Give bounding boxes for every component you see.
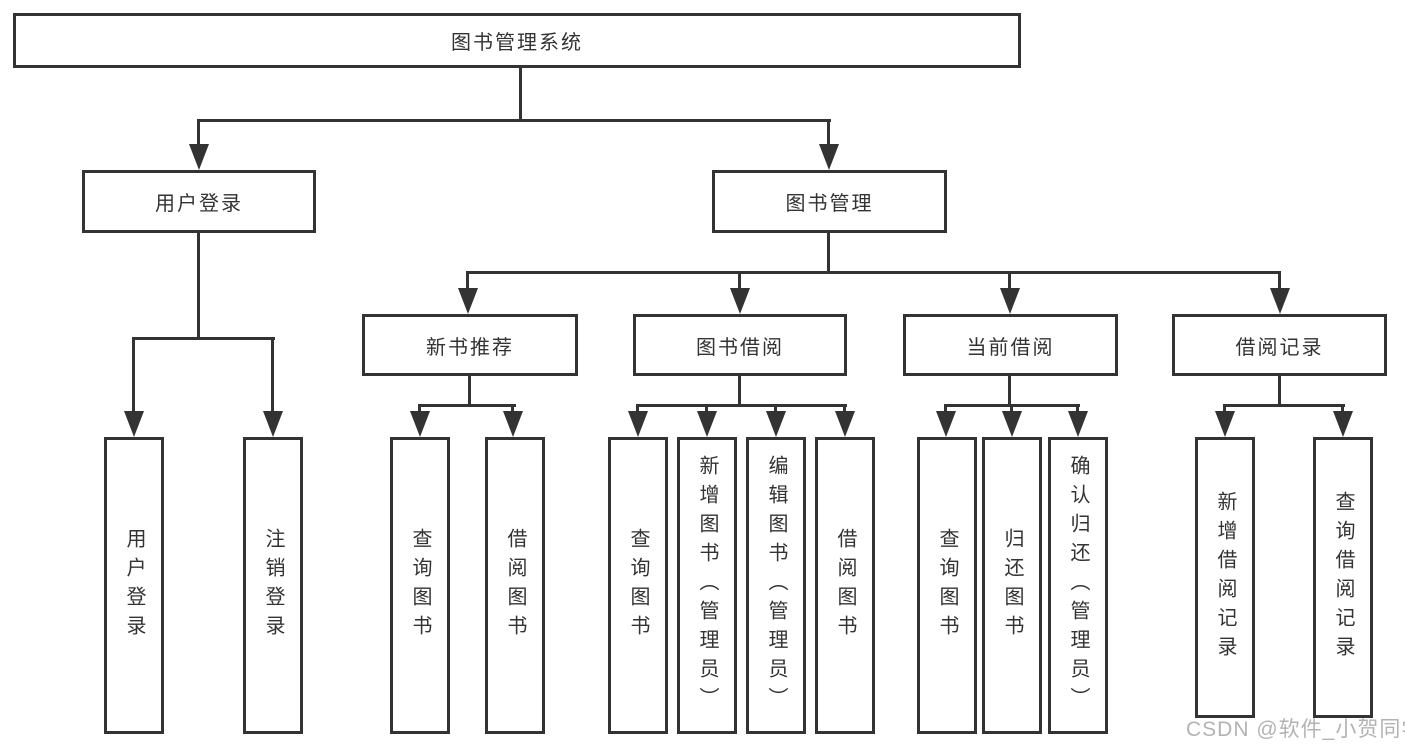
leaf-add-book-admin: 新增图书（管理员） [677,437,737,734]
arrow-down-icon [936,411,956,437]
node-book-borrow: 图书借阅 [633,314,847,376]
arrow-down-icon [1000,288,1020,314]
node-current-borrow: 当前借阅 [903,314,1118,376]
connector-book-borrow-stem [738,376,741,407]
arrow-down-icon [697,411,717,437]
arrow-down-icon [730,288,750,314]
node-user-login-label: 用户登录 [155,193,243,215]
connector-drop-leaf [1010,404,1013,414]
leaf-confirm-return-admin-label: 确认归还（管理员） [1067,455,1089,716]
leaf-borrow-books-2-label: 借阅图书 [834,527,856,644]
leaf-return-books: 归还图书 [982,437,1042,734]
connector-drop-borrow-records [1278,271,1281,291]
leaf-query-borrow-record: 查询借阅记录 [1313,437,1373,718]
leaf-user-login-label: 用户登录 [123,527,145,644]
connector-drop-leaf [944,404,947,414]
connector-drop-user-login [197,119,200,147]
connector-user-login-stem [197,233,200,340]
connector-drop-current-borrow [1008,271,1011,291]
arrow-down-icon [410,411,430,437]
connector-drop-leaf [511,404,514,414]
leaf-add-borrow-record: 新增借阅记录 [1195,437,1255,718]
arrow-down-icon [766,411,786,437]
leaf-edit-book-admin: 编辑图书（管理员） [746,437,806,734]
connector-bus-book-borrow [636,404,847,407]
arrow-down-icon [124,411,144,437]
leaf-borrow-books-recommend: 借阅图书 [485,437,545,734]
connector-drop-leaf [418,404,421,414]
connector-drop-leaf-user-login [132,337,135,413]
node-user-login: 用户登录 [82,170,316,233]
connector-drop-leaf [636,404,639,414]
leaf-borrow-books-2: 借阅图书 [815,437,875,734]
arrow-down-icon [1333,411,1353,437]
connector-current-borrow-stem [1008,376,1011,407]
leaf-add-book-admin-label: 新增图书（管理员） [696,455,718,716]
connector-drop-book-borrow [738,271,741,291]
watermark: CSDN @软件_小贺同学 [1186,718,1405,741]
connector-new-book-recommend-stem [468,376,471,407]
leaf-query-borrow-record-label: 查询借阅记录 [1332,490,1354,665]
node-root-label: 图书管理系统 [451,32,583,54]
node-root: 图书管理系统 [13,13,1021,68]
arrow-down-icon [503,411,523,437]
arrow-down-icon [1002,411,1022,437]
leaf-logout: 注销登录 [243,437,303,734]
leaf-confirm-return-admin: 确认归还（管理员） [1048,437,1108,734]
node-borrow-records: 借阅记录 [1172,314,1387,376]
leaf-return-books-label: 归还图书 [1001,527,1023,644]
node-book-management-label: 图书管理 [785,193,874,215]
connector-bus-borrow-records [1223,404,1345,407]
connector-drop-leaf [1341,404,1344,414]
leaf-query-books-borrow: 查询图书 [608,437,668,734]
connector-root-stem [519,68,522,122]
leaf-query-books-current: 查询图书 [917,437,977,734]
leaf-query-books-borrow-label: 查询图书 [627,527,649,644]
arrow-down-icon [1068,411,1088,437]
node-new-book-recommend-label: 新书推荐 [426,336,514,359]
node-book-borrow-label: 图书借阅 [696,336,784,359]
connector-drop-leaf [705,404,708,414]
leaf-query-books-recommend: 查询图书 [390,437,450,734]
leaf-query-books-current-label: 查询图书 [936,527,958,644]
arrow-down-icon [1270,288,1290,314]
arrow-down-icon [189,144,209,170]
connector-drop-leaf [843,404,846,414]
node-borrow-records-label: 借阅记录 [1235,336,1324,359]
leaf-edit-book-admin-label: 编辑图书（管理员） [765,455,787,716]
arrow-down-icon [819,144,839,170]
leaf-user-login: 用户登录 [104,437,164,734]
connector-bus-new-book-recommend [418,404,516,407]
leaf-logout-label: 注销登录 [262,527,284,644]
arrow-down-icon [263,411,283,437]
connector-drop-leaf [1076,404,1079,414]
leaf-borrow-books-recommend-label: 借阅图书 [504,527,526,644]
arrow-down-icon [835,411,855,437]
connector-drop-leaf-logout [271,337,274,413]
connector-bus-level2 [197,119,831,122]
leaf-add-borrow-record-label: 新增借阅记录 [1214,490,1236,665]
arrow-down-icon [628,411,648,437]
arrow-down-icon [1215,411,1235,437]
connector-borrow-records-stem [1278,376,1281,407]
node-new-book-recommend: 新书推荐 [362,314,578,376]
arrow-down-icon [458,288,478,314]
node-current-borrow-label: 当前借阅 [966,336,1055,359]
connector-drop-leaf [774,404,777,414]
connector-book-management-stem [827,233,830,274]
connector-drop-book-management [827,119,830,147]
connector-drop-new-book-recommend [466,271,469,291]
connector-drop-leaf [1223,404,1226,414]
node-book-management: 图书管理 [712,170,947,233]
connector-bus-user-login [132,337,275,340]
leaf-query-books-recommend-label: 查询图书 [409,527,431,644]
connector-bus-level3 [466,271,1281,274]
